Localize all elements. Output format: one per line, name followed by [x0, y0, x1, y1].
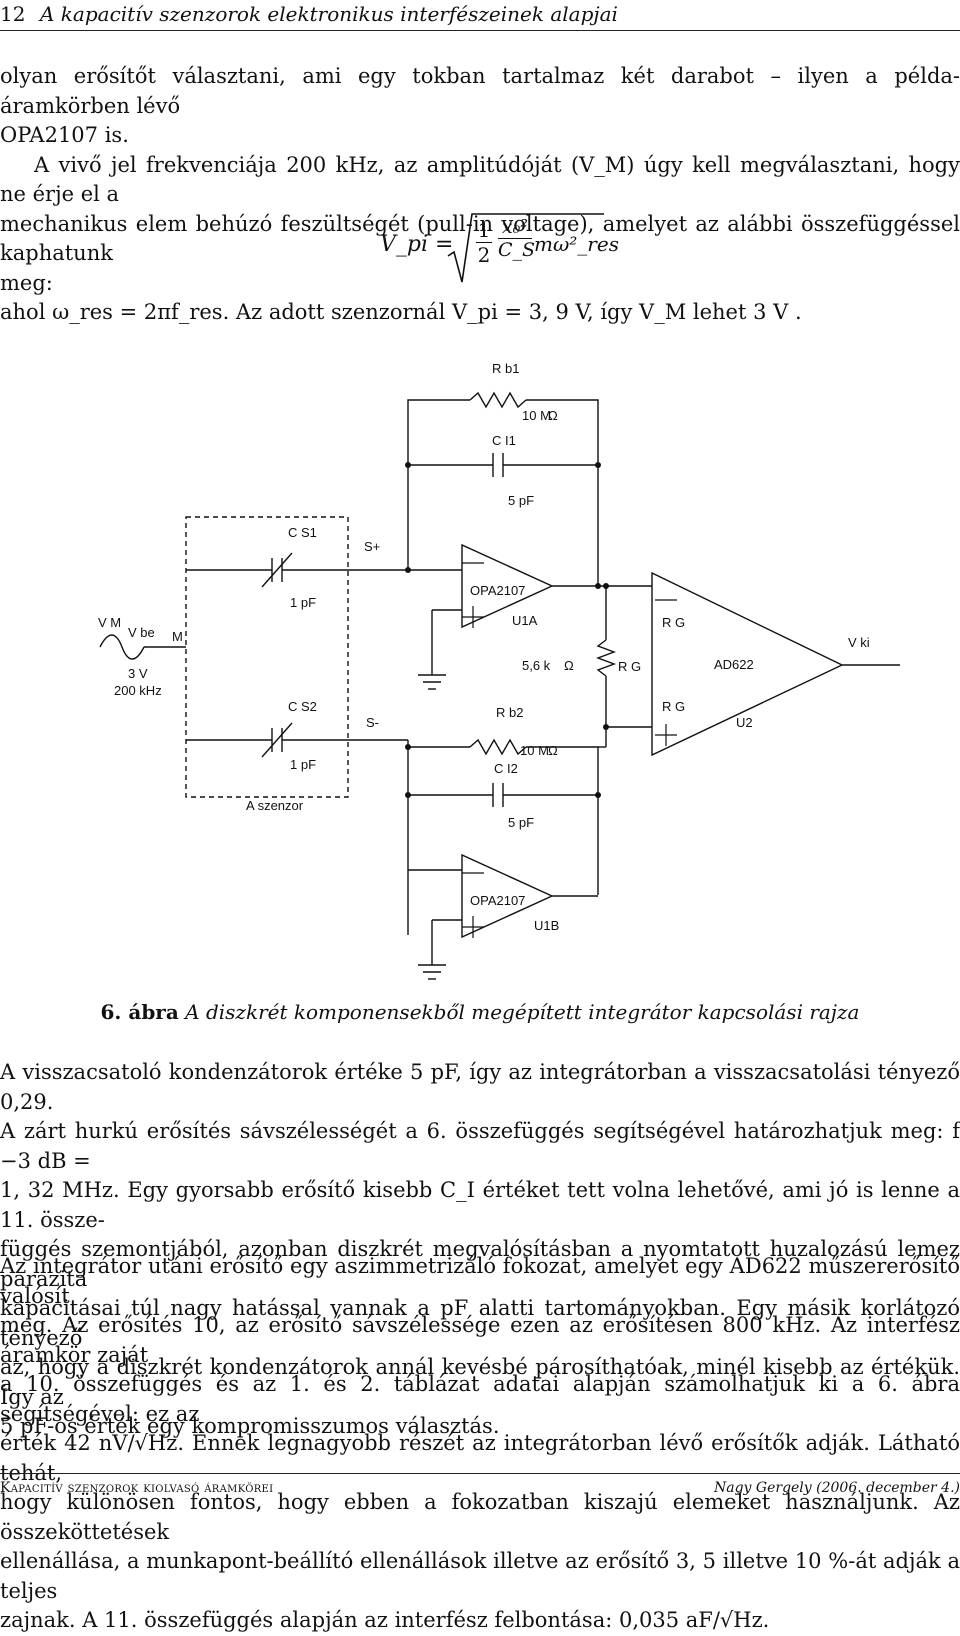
- figure-number: 6. ábra: [100, 1000, 179, 1024]
- footer-title: Kapacitív szenzorok kiolvasó áramkörei: [0, 1480, 274, 1496]
- body-paragraph-2: Az integrátor utáni erősítő egy aszimmet…: [0, 1252, 960, 1636]
- text-line: az, hogy a diszkrét kondenzátorok annál …: [0, 1355, 960, 1409]
- frac2: x₀² C_S: [498, 216, 536, 261]
- frac1-den: 2: [476, 242, 492, 267]
- page-number: 12: [0, 2, 26, 26]
- frac2-den: C_S: [498, 238, 536, 261]
- text-line: Az integrátor utáni erősítő egy aszimmet…: [0, 1254, 960, 1308]
- ohm-icon: Ω: [548, 743, 558, 758]
- label-rg-value: 5,6 k: [522, 658, 551, 673]
- text-line: 5 pF-os érték egy kompromisszumos válasz…: [0, 1414, 500, 1438]
- page-header: 12 A kapacitív szenzorok elektronikus in…: [0, 0, 960, 31]
- footer-author-date: Nagy Gergely (2006. december 4.): [713, 1480, 960, 1496]
- figure-caption: 6. ábra A diszkrét komponensekből megépí…: [0, 1000, 960, 1024]
- frac1-num: 1: [477, 218, 491, 242]
- running-title: A kapacitív szenzorok elektronikus inter…: [40, 2, 618, 26]
- label-ci2-value: 5 pF: [508, 815, 534, 830]
- label-ci1: C I1: [492, 433, 516, 448]
- label-rb1: R b1: [492, 361, 519, 376]
- label-m: M: [172, 629, 183, 644]
- text-line: ahol ω_res = 2πf_res. Az adott szenzorná…: [0, 300, 802, 324]
- ohm-icon: Ω: [564, 658, 574, 673]
- text-line: A visszacsatoló kondenzátorok értéke 5 p…: [0, 1060, 960, 1114]
- label-cs1-value: 1 pF: [290, 595, 316, 610]
- text-line: meg:: [0, 270, 53, 295]
- text-line: 1, 32 MHz. Egy gyorsabb erősítő kisebb C…: [0, 1178, 960, 1232]
- label-u1a: U1A: [512, 613, 538, 628]
- pull-in-formula: V_pi = 1 2 x₀² C_S mω²_res: [380, 208, 619, 288]
- label-cs1: C S1: [288, 525, 317, 540]
- integrator-circuit: R b1 10 M Ω C I1 5 pF C S1 S+ 1 pF OPA21…: [98, 361, 900, 980]
- label-splus: S+: [364, 539, 380, 554]
- formula-tail: mω²_res: [534, 232, 619, 256]
- ohm-icon: Ω: [548, 408, 558, 423]
- label-rg-bot: R G: [662, 699, 685, 714]
- text-line: OPA2107 is.: [0, 123, 129, 147]
- sqrt-sign: [447, 213, 604, 283]
- text-line: kapacitásai túl nagy hatással vannak a p…: [0, 1296, 960, 1350]
- after-formula-text: ahol ω_res = 2πf_res. Az adott szenzorná…: [0, 298, 960, 328]
- label-cs2: C S2: [288, 699, 317, 714]
- text-line: függés szemontjából, azonban diszkrét me…: [0, 1237, 960, 1291]
- label-ci1-value: 5 pF: [508, 493, 534, 508]
- label-rb2-value: 10 M: [520, 743, 549, 758]
- frac2-num: x₀²: [502, 216, 528, 238]
- label-vki: V ki: [848, 635, 870, 650]
- label-src-v: 3 V: [128, 666, 148, 681]
- label-src-f: 200 kHz: [114, 683, 162, 698]
- label-vm: V M: [98, 615, 121, 630]
- label-opa-top: OPA2107: [470, 583, 525, 598]
- text-line: érték 42 nV/√Hz. Ennek legnagyobb részét…: [0, 1431, 960, 1485]
- label-ci2: C I2: [494, 761, 518, 776]
- text-line: meg. Az erősítés 10, az erősítő sávszéle…: [0, 1313, 960, 1367]
- label-u2: U2: [736, 715, 753, 730]
- figure-caption-text: A diszkrét komponensekből megépített int…: [185, 1000, 860, 1024]
- intro-paragraph: olyan erősítőt választani, ami egy tokba…: [0, 62, 960, 298]
- body-paragraph-1: A visszacsatoló kondenzátorok értéke 5 p…: [0, 1058, 960, 1442]
- text-line: ellenállása, a munkapont-beállító ellená…: [0, 1549, 960, 1603]
- label-szenzor: A szenzor: [246, 798, 304, 813]
- label-rg-top: R G: [662, 615, 685, 630]
- text-line: A vivő jel frekvenciája 200 kHz, az ampl…: [0, 152, 960, 207]
- text-line: mechanikus elem behúzó feszültségét (pul…: [0, 211, 960, 266]
- label-rg-mid: R G: [618, 659, 641, 674]
- text-line: a 10. összefüggés és az 1. és 2. tábláza…: [0, 1372, 960, 1426]
- text-line: zajnak. A 11. összefüggés alapján az int…: [0, 1608, 770, 1632]
- label-cs2-value: 1 pF: [290, 757, 316, 772]
- label-ad622: AD622: [714, 657, 754, 672]
- formula-lhs: V_pi =: [380, 232, 454, 257]
- text-line: A zárt hurkú erősítés sávszélességét a 6…: [0, 1119, 960, 1173]
- label-vbe: V be: [128, 625, 155, 640]
- label-u1b: U1B: [534, 918, 559, 933]
- label-sminus: S-: [366, 715, 379, 730]
- label-opa-bot: OPA2107: [470, 893, 525, 908]
- text-line: olyan erősítőt választani, ami egy tokba…: [0, 64, 960, 118]
- frac1: 1 2: [476, 218, 492, 267]
- label-rb2: R b2: [496, 705, 523, 720]
- page-footer: Kapacitív szenzorok kiolvasó áramkörei N…: [0, 1473, 960, 1504]
- label-rb1-value: 10 M: [522, 408, 551, 423]
